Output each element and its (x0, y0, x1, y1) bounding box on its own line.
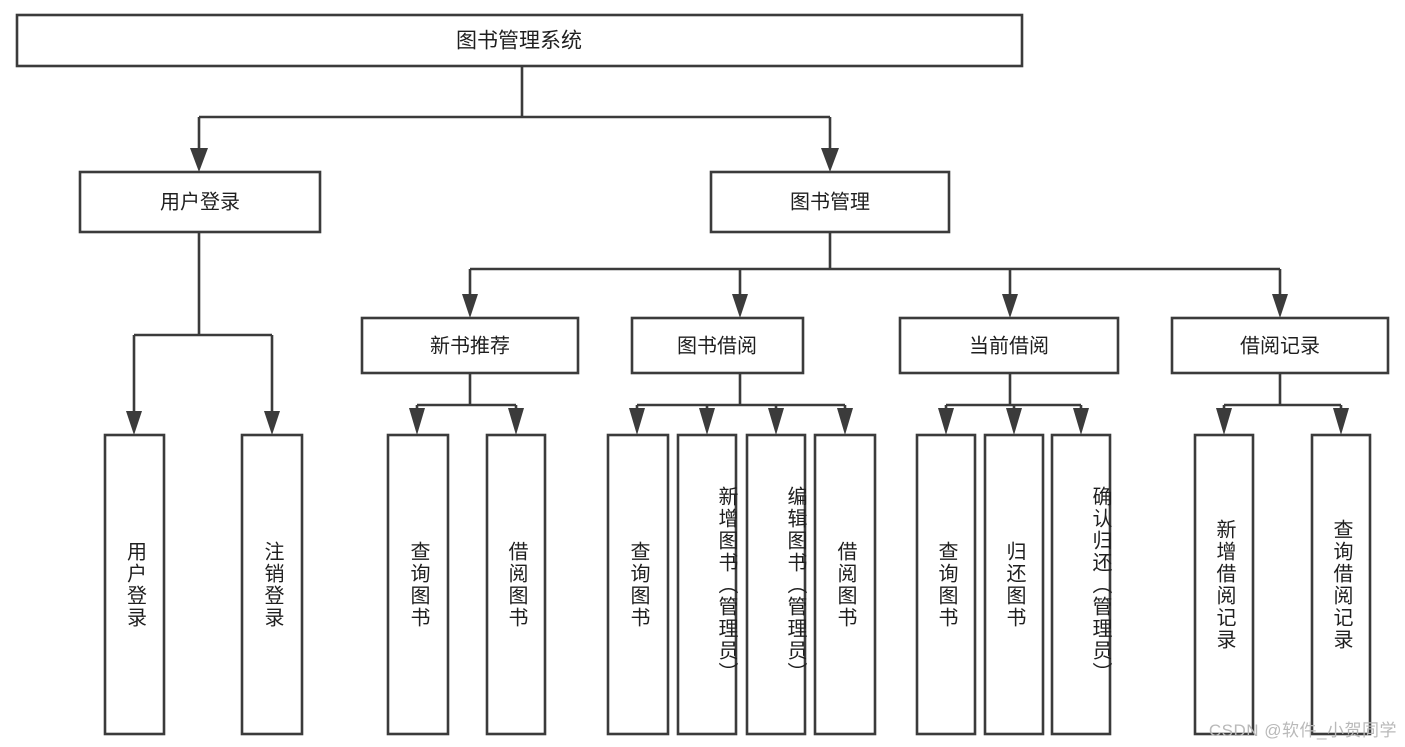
leaf-box-borrow-book-b[interactable] (813, 433, 877, 736)
arrow-leaf-user-login (126, 411, 142, 435)
leaf-box-query-book-b[interactable] (606, 433, 670, 736)
node-root[interactable]: 图书管理系统 (15, 13, 1024, 68)
arrow-leaf-borrow-book-b (837, 408, 853, 435)
leaf-box-query-book-a[interactable] (386, 433, 450, 736)
node-book-management[interactable]: 图书管理 (709, 170, 951, 234)
csdn-watermark: CSDN @软件_小贺同学 (1208, 721, 1397, 740)
node-borrow-record-box[interactable] (1170, 316, 1390, 375)
leaf-box-query-record[interactable] (1310, 433, 1372, 736)
arrow-leaf-query-book-a (409, 408, 425, 435)
arrow-leaf-logout (264, 411, 280, 435)
node-new-book-recommend[interactable]: 新书推荐 (360, 316, 580, 375)
arrow-to-book-borrow (732, 294, 748, 318)
leaf-box-return-book[interactable] (983, 433, 1045, 736)
node-root-box[interactable] (15, 13, 1024, 68)
leaf-box-layer (103, 433, 1372, 736)
arrow-leaf-return-book (1006, 408, 1022, 435)
leaf-box-user-login[interactable] (103, 433, 166, 736)
node-borrow-record-label: 借阅记录 (1240, 334, 1320, 357)
leaf-box-add-book[interactable] (676, 433, 738, 736)
arrow-to-current-borrow (1002, 294, 1018, 318)
arrow-leaf-query-book-b (629, 408, 645, 435)
leaf-box-add-record[interactable] (1193, 433, 1255, 736)
node-root-label: 图书管理系统 (456, 30, 582, 53)
node-user-login-box[interactable] (78, 170, 322, 234)
node-user-login-label: 用户登录 (160, 190, 240, 213)
node-current-borrow-box[interactable] (898, 316, 1120, 375)
arrow-leaf-borrow-book-a (508, 408, 524, 435)
arrow-to-user-login (190, 148, 208, 172)
node-borrow-record[interactable]: 借阅记录 (1170, 316, 1390, 375)
node-new-book-recommend-label: 新书推荐 (430, 334, 510, 357)
leaf-box-query-book-c[interactable] (915, 433, 977, 736)
node-book-management-label: 图书管理 (790, 190, 870, 213)
arrow-to-borrow-record (1272, 294, 1288, 318)
node-book-borrow-label: 图书借阅 (677, 334, 757, 357)
arrow-leaf-query-book-c (938, 408, 954, 435)
leaf-box-logout[interactable] (240, 433, 304, 736)
arrow-leaf-edit-book (768, 408, 784, 435)
arrow-leaf-add-record (1216, 408, 1232, 435)
leaf-box-borrow-book-a[interactable] (485, 433, 547, 736)
arrow-leaf-query-record (1333, 408, 1349, 435)
arrow-leaf-confirm-return (1073, 408, 1089, 435)
node-book-borrow[interactable]: 图书借阅 (630, 316, 805, 375)
node-new-book-recommend-box[interactable] (360, 316, 580, 375)
arrow-to-book-mgmt (821, 148, 839, 172)
node-user-login[interactable]: 用户登录 (78, 170, 322, 234)
arrow-to-new-book-rec (462, 294, 478, 318)
node-book-management-box[interactable] (709, 170, 951, 234)
node-current-borrow[interactable]: 当前借阅 (898, 316, 1120, 375)
leaf-box-confirm-return[interactable] (1050, 433, 1112, 736)
node-book-borrow-box[interactable] (630, 316, 805, 375)
leaf-box-edit-book[interactable] (745, 433, 807, 736)
node-current-borrow-label: 当前借阅 (969, 334, 1049, 357)
connector-layer (126, 66, 1349, 435)
arrow-leaf-add-book (699, 408, 715, 435)
